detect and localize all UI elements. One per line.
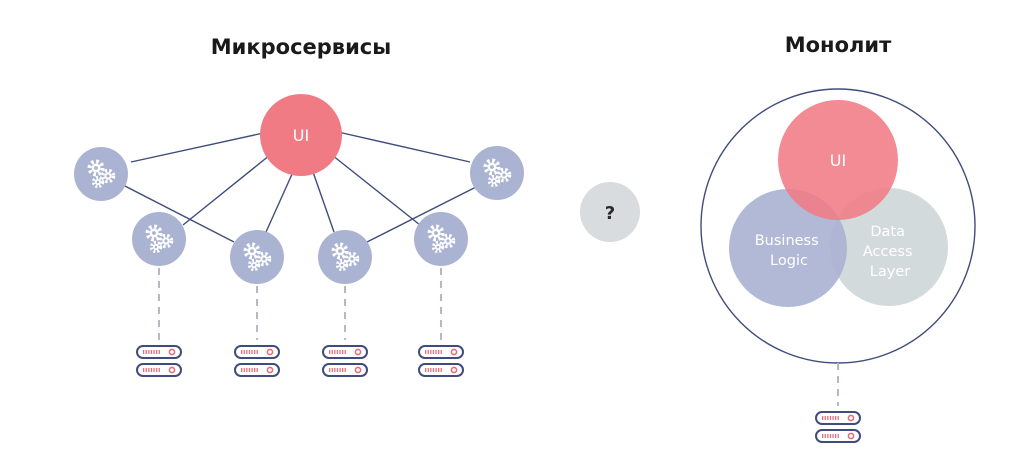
monolith-title: Монолит xyxy=(785,33,892,57)
ui-circle xyxy=(778,100,898,220)
question-node: ? xyxy=(580,182,640,242)
connection-lines xyxy=(124,131,479,243)
monolith-ui-label: UI xyxy=(830,151,846,170)
service-node xyxy=(414,212,468,266)
service-node xyxy=(230,230,284,284)
connection-line xyxy=(124,185,235,243)
connection-line xyxy=(312,171,335,233)
connection-line xyxy=(366,185,479,243)
service-node xyxy=(74,147,128,201)
business-logic-label: Business Logic xyxy=(755,233,824,269)
data-access-layer-label: Data Access Layer xyxy=(863,224,917,280)
business-logic-circle xyxy=(729,189,847,307)
data-access-layer-circle xyxy=(830,188,948,306)
server-icon xyxy=(417,344,465,378)
server-icon xyxy=(321,344,369,378)
dashed-links xyxy=(158,268,442,340)
ui-node-label: UI xyxy=(293,126,309,145)
venn-diagram: UI Business Logic Data Access Layer xyxy=(729,100,948,307)
connection-line xyxy=(182,154,271,226)
connection-line xyxy=(331,154,421,226)
server-icon xyxy=(135,344,183,378)
connection-line xyxy=(265,171,294,233)
question-label: ? xyxy=(605,203,615,224)
service-node xyxy=(132,212,186,266)
server-icon xyxy=(814,410,862,444)
server-icon xyxy=(233,344,281,378)
connection-line xyxy=(130,131,269,163)
service-node xyxy=(470,146,524,200)
connection-line xyxy=(337,131,471,163)
service-node xyxy=(318,230,372,284)
ui-node: UI xyxy=(260,94,342,176)
microservices-title: Микросервисы xyxy=(211,35,392,59)
